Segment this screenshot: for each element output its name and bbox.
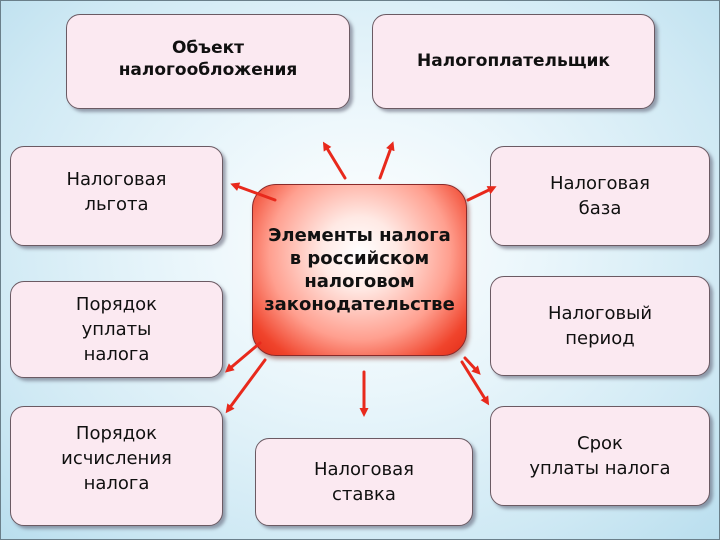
box-tax-benefit-label: Налоговая льгота — [66, 169, 167, 215]
box-tax-rate-label: Налоговая ставка — [313, 459, 415, 505]
box-taxpayer-label: Налогоплательщик — [417, 51, 610, 71]
box-tax-object-label: Объект налогообложения — [118, 38, 298, 80]
box-payment-procedure-label: Порядок уплаты налога — [75, 294, 158, 365]
box-payment-deadline-label: Срок уплаты налога — [529, 433, 671, 479]
box-tax-base-label: Налоговая база — [549, 173, 651, 219]
box-tax-period-label: Налоговый период — [547, 303, 653, 349]
box-tax-benefit: Налоговая льгота — [10, 146, 223, 246]
box-payment-deadline: Срок уплаты налога — [490, 406, 710, 506]
center-node-label: Элементы налога в российском налоговом з… — [264, 225, 455, 315]
box-tax-object: Объект налогообложения — [66, 14, 350, 109]
center-node: Элементы налога в российском налоговом з… — [252, 184, 467, 356]
box-calculation-procedure-label: Порядок исчисления налога — [61, 423, 172, 494]
box-taxpayer: Налогоплательщик — [372, 14, 655, 109]
box-tax-period: Налоговый период — [490, 276, 710, 376]
box-calculation-procedure: Порядок исчисления налога — [10, 406, 223, 526]
box-payment-procedure: Порядок уплаты налога — [10, 281, 223, 378]
box-tax-rate: Налоговая ставка — [255, 438, 473, 526]
box-tax-base: Налоговая база — [490, 146, 710, 246]
